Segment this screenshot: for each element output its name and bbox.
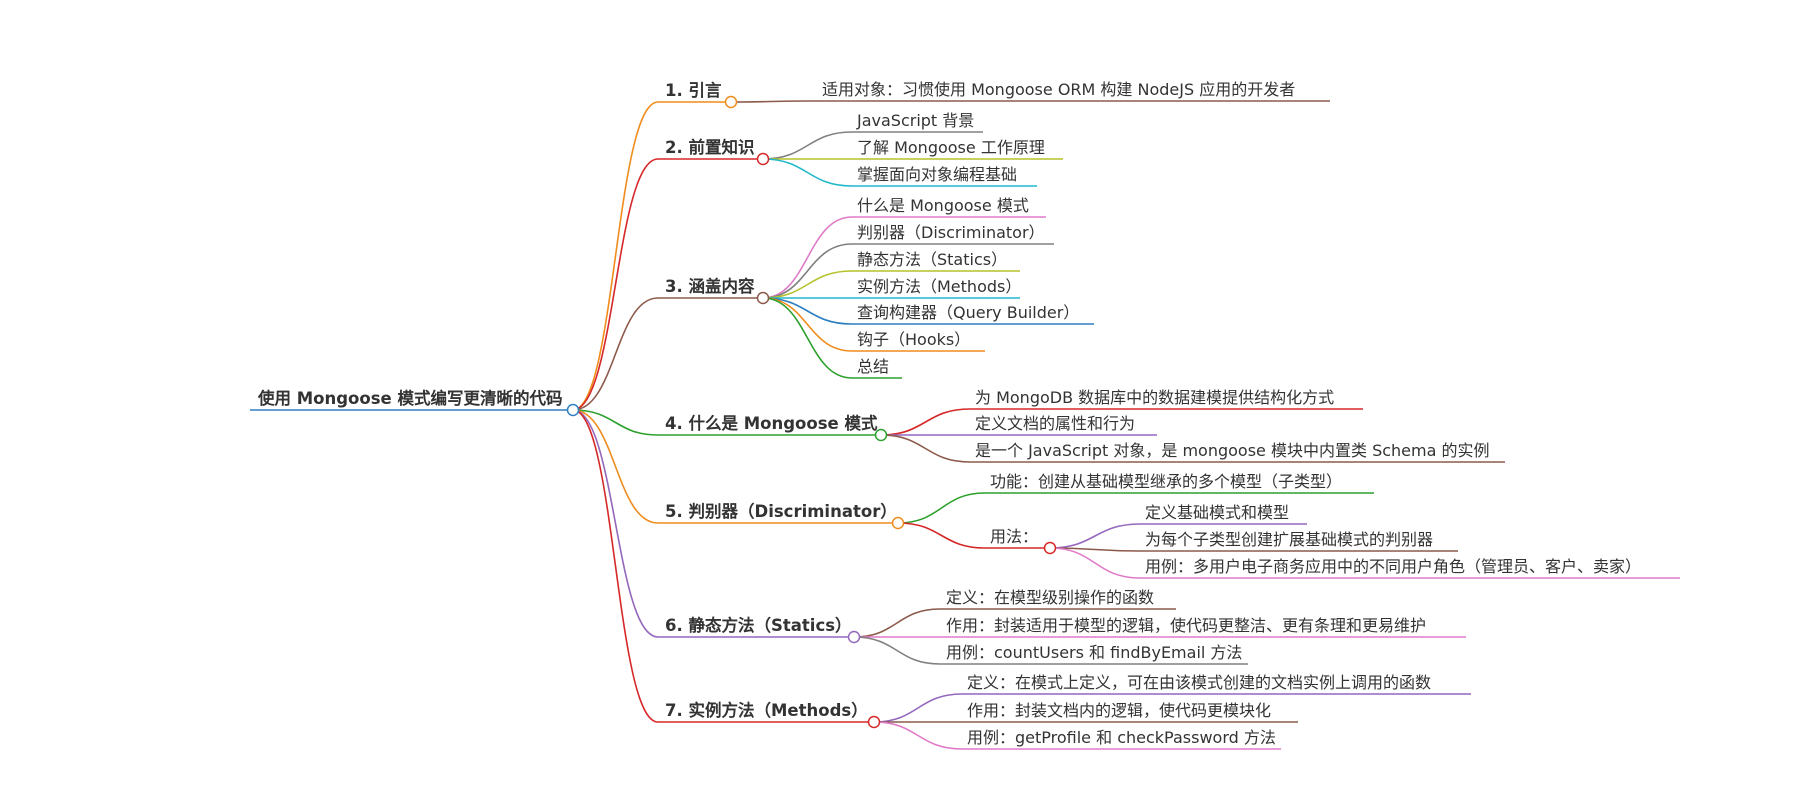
subtopic: 什么是 Mongoose 模式 [857,196,1029,215]
leaf-connector [762,243,853,299]
branch-connector [572,101,659,411]
branch-topic-6: 6. 静态方法（Statics） [665,615,852,635]
leaf-connector [762,297,853,352]
branch-connector [572,158,659,411]
branch-topic-3: 3. 涵盖内容 [665,276,755,296]
branch-connector [572,409,659,524]
subtopic-detail: 定义基础模式和模型 [1145,503,1289,522]
leaf-connector [1049,547,1141,579]
subtopic: 掌握面向对象编程基础 [857,165,1017,184]
subtopic: 用法： [990,527,1038,546]
leaf-connector [853,636,941,665]
subtopic: 功能：创建从基础模型继承的多个模型（子类型） [990,472,1342,491]
subtopic: 用例：getProfile 和 checkPassword 方法 [967,728,1276,747]
leaf-connector [897,492,986,524]
subtopic: 定义：在模式上定义，可在由该模式创建的文档实例上调用的函数 [967,673,1431,692]
root-topic: 使用 Mongoose 模式编写更清晰的代码 [257,388,563,408]
leaf-connector [762,297,853,325]
collapse-toggle[interactable] [874,428,888,442]
subtopic: 作用：封装文档内的逻辑，使代码更模块化 [967,701,1271,720]
branch-connector [572,409,659,436]
collapse-toggle[interactable] [891,516,905,530]
collapse-toggle[interactable] [566,403,580,417]
collapse-toggle[interactable] [867,715,881,729]
leaf-connector [762,297,853,379]
branch-connector [572,297,659,411]
leaf-connector [762,158,853,187]
collapse-toggle[interactable] [1043,541,1057,555]
leaf-connector [880,434,971,463]
branch-topic-5: 5. 判别器（Discriminator） [665,501,897,521]
leaf-connector [730,100,811,103]
subtopic: 适用对象：习惯使用 Mongoose ORM 构建 NodeJS 应用的开发者 [822,80,1295,99]
subtopic: 为 MongoDB 数据库中的数据建模提供结构化方式 [975,388,1334,407]
branch-connector [572,409,659,723]
leaf-connector [762,131,853,160]
leaf-connector [762,270,853,299]
leaf-connector [873,693,963,723]
subtopic-detail: 为每个子类型创建扩展基础模式的判别器 [1145,530,1433,549]
collapse-toggle[interactable] [724,95,738,109]
branch-connector [572,409,659,638]
subtopic: 查询构建器（Query Builder） [857,303,1079,322]
subtopic: 实例方法（Methods） [857,277,1021,296]
subtopic: 判别器（Discriminator） [857,223,1045,242]
subtopic: 用例：countUsers 和 findByEmail 方法 [946,643,1242,662]
subtopic: 定义文档的属性和行为 [975,414,1135,433]
branch-topic-2: 2. 前置知识 [665,137,755,157]
subtopic: 总结 [857,357,889,376]
edges-layer [250,100,1680,750]
collapse-toggle[interactable] [847,630,861,644]
leaf-connector [873,721,963,750]
branch-topic-7: 7. 实例方法（Methods） [665,700,868,720]
subtopic: 静态方法（Statics） [857,250,1007,269]
collapse-toggle[interactable] [756,291,770,305]
leaf-connector [880,408,971,436]
leaf-connector [1049,523,1141,549]
collapse-toggle[interactable] [756,152,770,166]
leaf-connector [853,608,941,638]
nodes-layer: 使用 Mongoose 模式编写更清晰的代码 1. 引言 适用对象：习惯使用 Mon… [257,80,1641,747]
subtopic: 是一个 JavaScript 对象，是 mongoose 模块中内置类 Sche… [975,441,1489,460]
subtopic: 钩子（Hooks） [857,330,970,349]
leaf-connector [762,216,853,299]
subtopic: 了解 Mongoose 工作原理 [857,138,1045,157]
subtopic: 作用：封装适用于模型的逻辑，使代码更整洁、更有条理和更易维护 [946,616,1426,635]
branch-topic-4: 4. 什么是 Mongoose 模式 [665,413,878,433]
subtopic-detail: 用例：多用户电子商务应用中的不同用户角色（管理员、客户、卖家） [1145,557,1641,576]
subtopic: JavaScript 背景 [856,111,974,130]
branch-topic-1: 1. 引言 [665,80,722,100]
subtopic: 定义：在模型级别操作的函数 [946,588,1154,607]
leaf-connector [897,522,986,549]
